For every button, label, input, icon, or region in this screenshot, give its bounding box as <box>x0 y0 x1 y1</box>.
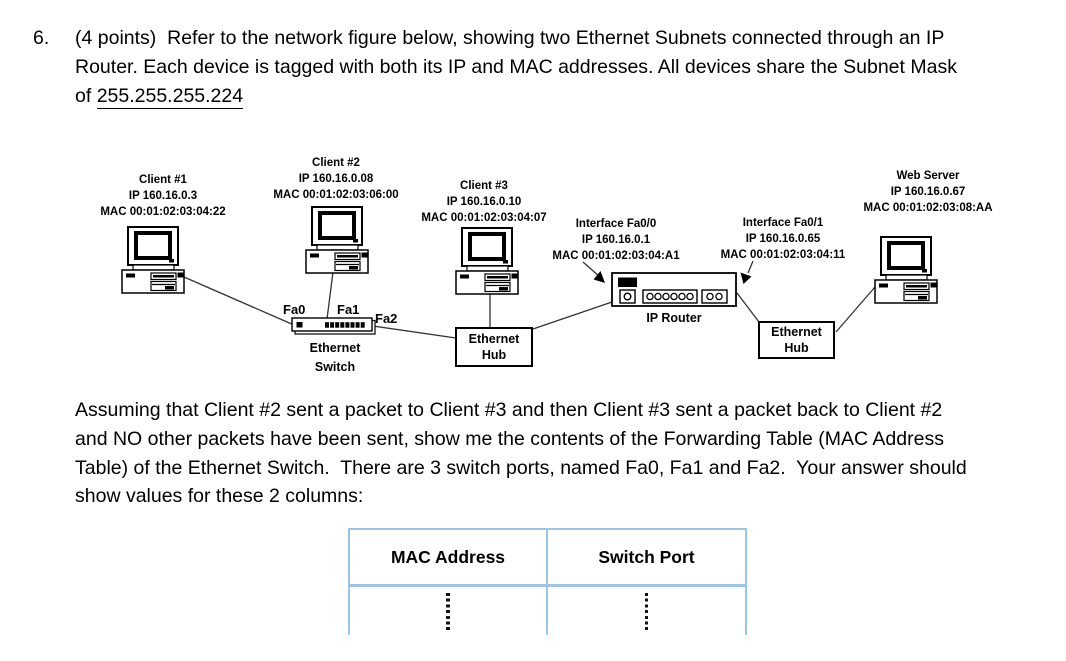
client1-ip: IP 160.16.0.3 <box>128 190 198 202</box>
interface-fa01-ip: IP 160.16.0.65 <box>745 233 821 245</box>
cable-hub1-router <box>532 301 613 330</box>
fa01-arrowhead-icon <box>740 272 752 284</box>
client2-computer-icon <box>304 205 370 275</box>
client2-name: Client #2 <box>312 157 360 169</box>
network-cables <box>183 260 876 339</box>
ethernet-hub1-box: Ethernet Hub <box>455 327 533 367</box>
interface-fa00-mac: MAC 00:01:02:03:04:A1 <box>552 250 680 262</box>
answer-table: MAC Address Switch Port <box>348 528 747 635</box>
ethernet-switch-label: Ethernet Switch <box>310 339 361 376</box>
cable-client1-switch <box>183 276 295 326</box>
client3-label: Client #3 IP 160.16.0.10 MAC 00:01:02:03… <box>421 178 546 226</box>
client3-mac: MAC 00:01:02:03:04:07 <box>421 212 547 224</box>
port-fa2-label: Fa2 <box>375 311 398 326</box>
ethernet-switch-icon <box>291 317 376 335</box>
ethernet-switch-label-line1: Ethernet <box>309 341 361 355</box>
port-fa0-label: Fa0 <box>283 302 306 317</box>
question2-line: and NO other packets have been sent, sho… <box>75 427 944 450</box>
client1-computer-icon <box>120 225 186 295</box>
question-number: 6. <box>33 27 50 49</box>
web-server-computer-icon <box>873 235 939 305</box>
web-server-mac: MAC 00:01:02:03:08:AA <box>863 202 993 214</box>
question-line: of 255.255.255.224 <box>75 82 957 111</box>
answer-table-header-row: MAC Address Switch Port <box>348 528 747 587</box>
client1-name: Client #1 <box>139 174 187 186</box>
vertical-ellipsis-icon <box>446 593 450 630</box>
question-text: (4 points) Refer to the network figure b… <box>75 24 957 110</box>
ip-router-label: IP Router <box>646 311 702 325</box>
cell-switch-port <box>548 587 747 635</box>
cable-client2-switch <box>326 271 334 320</box>
client3-ip: IP 160.16.0.10 <box>446 196 522 208</box>
port-fa1-label: Fa1 <box>337 302 360 317</box>
cable-switch-hub1 <box>372 325 457 339</box>
header-mac-address: MAC Address <box>348 530 548 584</box>
subnet-prefix: of <box>75 84 97 107</box>
ethernet-hub2-box: Ethernet Hub <box>758 321 835 359</box>
ethernet-hub1-label-line2: Hub <box>481 348 507 362</box>
client3-name: Client #3 <box>460 180 508 192</box>
fa01-pointer-line <box>747 260 754 274</box>
web-server-name: Web Server <box>896 170 960 182</box>
subnet-mask-value: 255.255.255.224 <box>96 84 244 109</box>
vertical-ellipsis-icon <box>644 593 649 630</box>
interface-fa00-label: Interface Fa0/0 IP 160.16.0.1 MAC 00:01:… <box>552 216 679 264</box>
interface-fa01-label: Interface Fa0/1 IP 160.16.0.65 MAC 00:01… <box>721 215 846 263</box>
ethernet-hub2-label-line2: Hub <box>784 341 809 355</box>
question2-text: Assuming that Client #2 sent a packet to… <box>75 396 967 511</box>
question2-line: show values for these 2 columns: <box>75 485 364 508</box>
client1-label: Client #1 IP 160.16.0.3 MAC 00:01:02:03:… <box>100 172 225 220</box>
interface-fa00-name: Interface Fa0/0 <box>575 218 657 230</box>
ethernet-hub1-label-line1: Ethernet <box>468 331 520 346</box>
web-server-label: Web Server IP 160.16.0.67 MAC 00:01:02:0… <box>863 168 992 216</box>
question-line: Router. Each device is tagged with both … <box>75 55 957 78</box>
ethernet-switch-label-line2: Switch <box>314 359 356 374</box>
interface-fa00-ip: IP 160.16.0.1 <box>581 234 651 246</box>
cable-router-hub2 <box>736 292 760 323</box>
question2-line: Assuming that Client #2 sent a packet to… <box>75 399 943 421</box>
interface-fa01-mac: MAC 00:01:02:03:04:11 <box>720 249 846 261</box>
client3-computer-icon <box>454 226 520 296</box>
answer-table-body-row <box>348 587 747 635</box>
question2-line: Table) of the Ethernet Switch. There are… <box>75 456 967 479</box>
fa00-arrowhead-icon <box>593 271 605 283</box>
ethernet-hub2-label-line1: Ethernet <box>771 324 822 339</box>
client2-mac: MAC 00:01:02:03:06:00 <box>273 189 399 201</box>
cell-mac-address <box>348 587 548 635</box>
fa00-pointer-line <box>582 261 601 278</box>
header-switch-port: Switch Port <box>548 530 747 584</box>
client2-label: Client #2 IP 160.16.0.08 MAC 00:01:02:03… <box>273 155 398 203</box>
client2-ip: IP 160.16.0.08 <box>298 173 374 185</box>
ip-router-icon <box>611 272 737 307</box>
web-server-ip: IP 160.16.0.67 <box>890 186 966 198</box>
cable-hub2-server <box>835 286 876 333</box>
client1-mac: MAC 00:01:02:03:04:22 <box>100 206 226 218</box>
question-line: (4 points) Refer to the network figure b… <box>75 27 945 49</box>
interface-fa01-name: Interface Fa0/1 <box>742 217 824 229</box>
